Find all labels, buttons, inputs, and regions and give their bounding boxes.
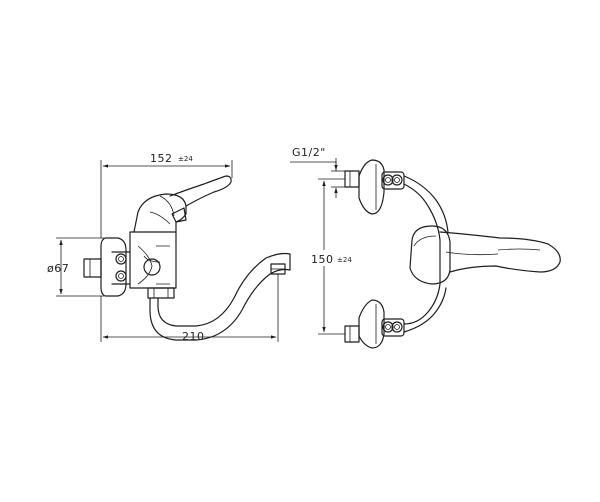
top-view: G1/2" 150 ±24 — [290, 146, 561, 349]
reach-dimension-tolerance: ±24 — [178, 155, 193, 163]
swivel-spout — [149, 252, 291, 341]
upper-union — [381, 171, 405, 190]
mixer-body-front — [403, 183, 441, 325]
union-nut-top — [115, 253, 127, 265]
wall-rosette — [100, 237, 127, 297]
lower-union — [381, 318, 405, 337]
union-nut-bottom — [115, 270, 127, 282]
upper-rosette — [358, 159, 385, 215]
centers-dimension-value: 150 — [311, 253, 334, 266]
diameter-dimension-value: ø67 — [47, 262, 69, 275]
length-dimension-value: 210 — [182, 330, 205, 343]
thread-dimension-value: G1/2" — [292, 146, 326, 159]
centers-dimension-tolerance: ±24 — [337, 256, 352, 264]
lever-clip — [171, 207, 187, 223]
reach-dimension-value: 152 — [150, 152, 173, 165]
side-view: 152 ±24 ø67 210 — [47, 152, 291, 343]
cartridge-cap — [133, 193, 187, 233]
spout-nut — [147, 287, 175, 299]
lower-rosette — [358, 299, 385, 349]
body-valve — [143, 258, 161, 276]
mixer-body — [129, 231, 177, 289]
lever-handle — [169, 175, 232, 207]
lower-inlet — [344, 325, 360, 343]
inlet-stub — [83, 258, 102, 278]
front-lever-handle — [439, 231, 561, 273]
front-cap — [409, 225, 451, 285]
upper-inlet — [344, 170, 360, 188]
